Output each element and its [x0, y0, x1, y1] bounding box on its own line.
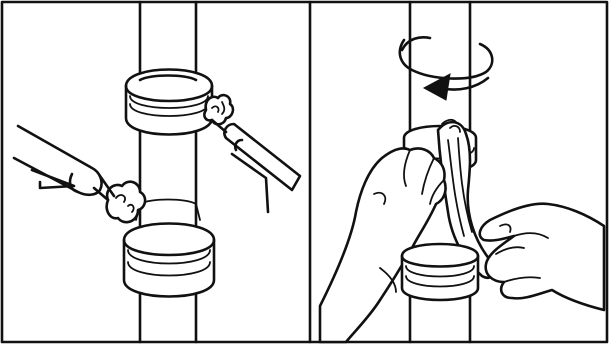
hand-right	[480, 204, 604, 310]
right-panel	[320, 2, 604, 342]
left-panel	[14, 2, 300, 342]
applicator-tool-right	[212, 120, 300, 212]
applicator-tool-left	[14, 126, 114, 200]
rotation-arrow	[400, 37, 492, 100]
coupling-upper	[126, 70, 212, 135]
coupling-lower	[402, 244, 478, 300]
